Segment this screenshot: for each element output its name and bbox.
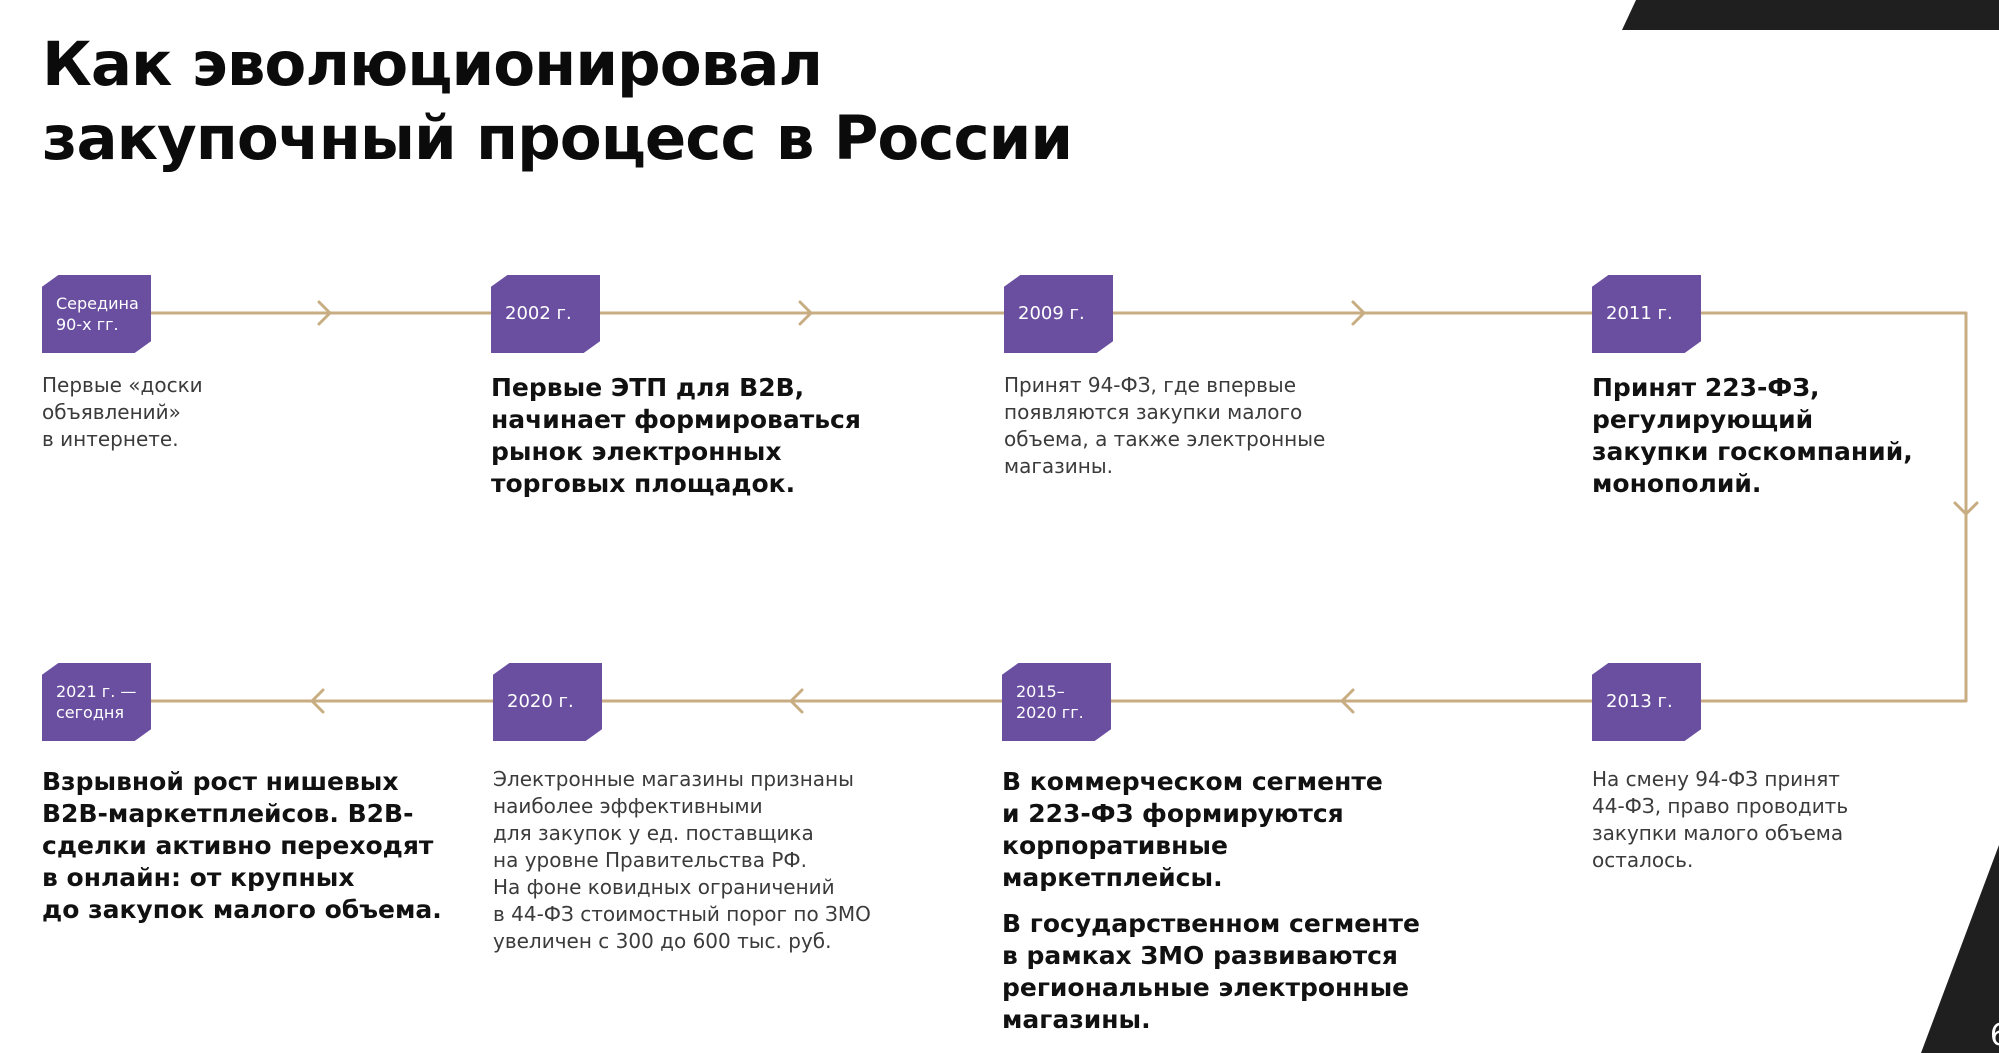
page-number: 6 xyxy=(1990,1018,1999,1053)
arrow-down-icon xyxy=(1953,501,1979,516)
arrow-left-icon xyxy=(310,688,325,714)
page-title-line-2: закупочный процесс в России xyxy=(42,103,1073,174)
date-tag-2021-today: 2021 г. — сегодня xyxy=(42,663,151,741)
event-text-2013: На смену 94-ФЗ принят 44-ФЗ, право прово… xyxy=(1592,767,1849,872)
page-title-line-1: Как эволюционировал xyxy=(42,29,823,100)
event-text-2015-2020-commercial: В коммерческом сегменте и 223-ФЗ формиру… xyxy=(1002,767,1383,892)
date-tag-2020: 2020 г. xyxy=(493,663,602,741)
date-tag-2015-2020: 2015– 2020 гг. xyxy=(1002,663,1111,741)
arrow-left-icon xyxy=(1340,688,1355,714)
event-text-2009: Принят 94-ФЗ, где впервые появляются зак… xyxy=(1004,373,1326,478)
corner-wedge-bottom xyxy=(1921,845,1999,1053)
arrow-left-icon xyxy=(789,688,804,714)
date-tag-2009: 2009 г. xyxy=(1004,275,1113,353)
arrow-right-icon xyxy=(317,300,332,326)
event-text-mid-90s: Первые «доски объявлений» в интернете. xyxy=(42,373,203,451)
date-tag-2002: 2002 г. xyxy=(491,275,600,353)
arrow-right-icon xyxy=(1351,300,1366,326)
date-tag-2011: 2011 г. xyxy=(1592,275,1701,353)
arrow-right-icon xyxy=(798,300,813,326)
event-text-2015-2020-government: В государственном сегменте в рамках ЗМО … xyxy=(1002,909,1420,1034)
event-text-2002: Первые ЭТП для B2B, начинает формировать… xyxy=(491,373,861,498)
corner-band-top xyxy=(1622,0,1999,30)
event-text-2020: Электронные магазины признаны наиболее э… xyxy=(493,767,871,953)
page-title: Как эволюционировал закупочный процесс в… xyxy=(42,28,1073,176)
date-tag-2013: 2013 г. xyxy=(1592,663,1701,741)
event-text-2011: Принят 223-ФЗ, регулирующий закупки госк… xyxy=(1592,373,1913,498)
event-text-2021-today: Взрывной рост нишевых B2B-маркетплейсов.… xyxy=(42,767,442,924)
date-tag-mid-90s: Середина 90-х гг. xyxy=(42,275,151,353)
